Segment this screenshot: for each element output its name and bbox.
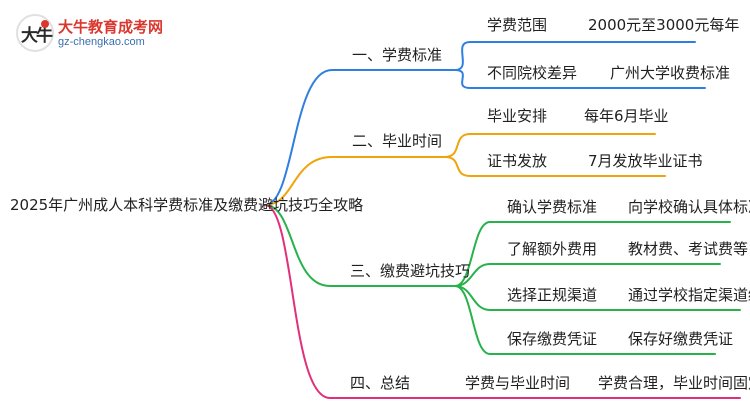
branch-label-tips: 三、缴费避坑技巧 — [350, 262, 471, 280]
item-key-certificate: 证书发放 — [487, 152, 548, 170]
branch-connector — [264, 204, 456, 287]
item-key-receipt: 保存缴费凭证 — [507, 330, 598, 348]
item-connector — [444, 133, 656, 158]
item-key-summary: 学费与毕业时间 — [465, 374, 571, 392]
item-value-receipt: 保存好缴费凭证 — [628, 330, 734, 348]
branch-connector — [264, 156, 446, 206]
item-value-extra-fees: 教材费、考试费等 — [628, 240, 749, 258]
item-key-confirm-fee: 确认学费标准 — [507, 198, 598, 216]
branch-label-graduation: 二、毕业时间 — [352, 132, 443, 150]
branch-connector — [264, 204, 451, 399]
item-key-extra-fees: 了解额外费用 — [507, 240, 598, 258]
item-value-graduation: 每年6月毕业 — [584, 107, 669, 125]
item-key-fee-range: 学费范围 — [487, 16, 548, 34]
item-connector — [444, 156, 666, 177]
item-connector — [454, 221, 731, 287]
item-value-school-diff: 广州大学收费标准 — [610, 64, 731, 82]
logo-name: 大牛教育成考网 — [58, 18, 164, 36]
item-value-certificate: 7月发放毕业证书 — [588, 152, 703, 170]
branch-label-fees: 一、学费标准 — [352, 46, 443, 64]
item-value-confirm-fee: 向学校确认具体标准 — [628, 198, 750, 216]
item-connector — [454, 285, 716, 355]
branch-label-summary: 四、总结 — [350, 374, 411, 392]
item-connector — [454, 263, 721, 287]
logo-mark-icon: 大牛 — [16, 14, 54, 52]
item-connector — [454, 69, 706, 89]
item-value-summary: 学费合理，毕业时间固定 — [598, 374, 750, 392]
branch-connector — [264, 69, 456, 206]
item-key-school-diff: 不同院校差异 — [487, 64, 578, 82]
item-value-channel: 通过学校指定渠道缴费 — [628, 286, 750, 304]
logo-url: gz-chengkao.com — [58, 36, 145, 48]
item-value-fee-range: 2000元至3000元每年 — [588, 16, 740, 34]
item-key-channel: 选择正规渠道 — [507, 286, 598, 304]
item-connector — [454, 41, 696, 71]
site-logo[interactable]: 大牛 大牛教育成考网 gz-chengkao.com — [16, 14, 166, 54]
root-topic: 2025年广州成人本科学费标准及缴费避坑技巧全攻略 — [10, 196, 364, 214]
item-key-graduation: 毕业安排 — [487, 107, 548, 125]
